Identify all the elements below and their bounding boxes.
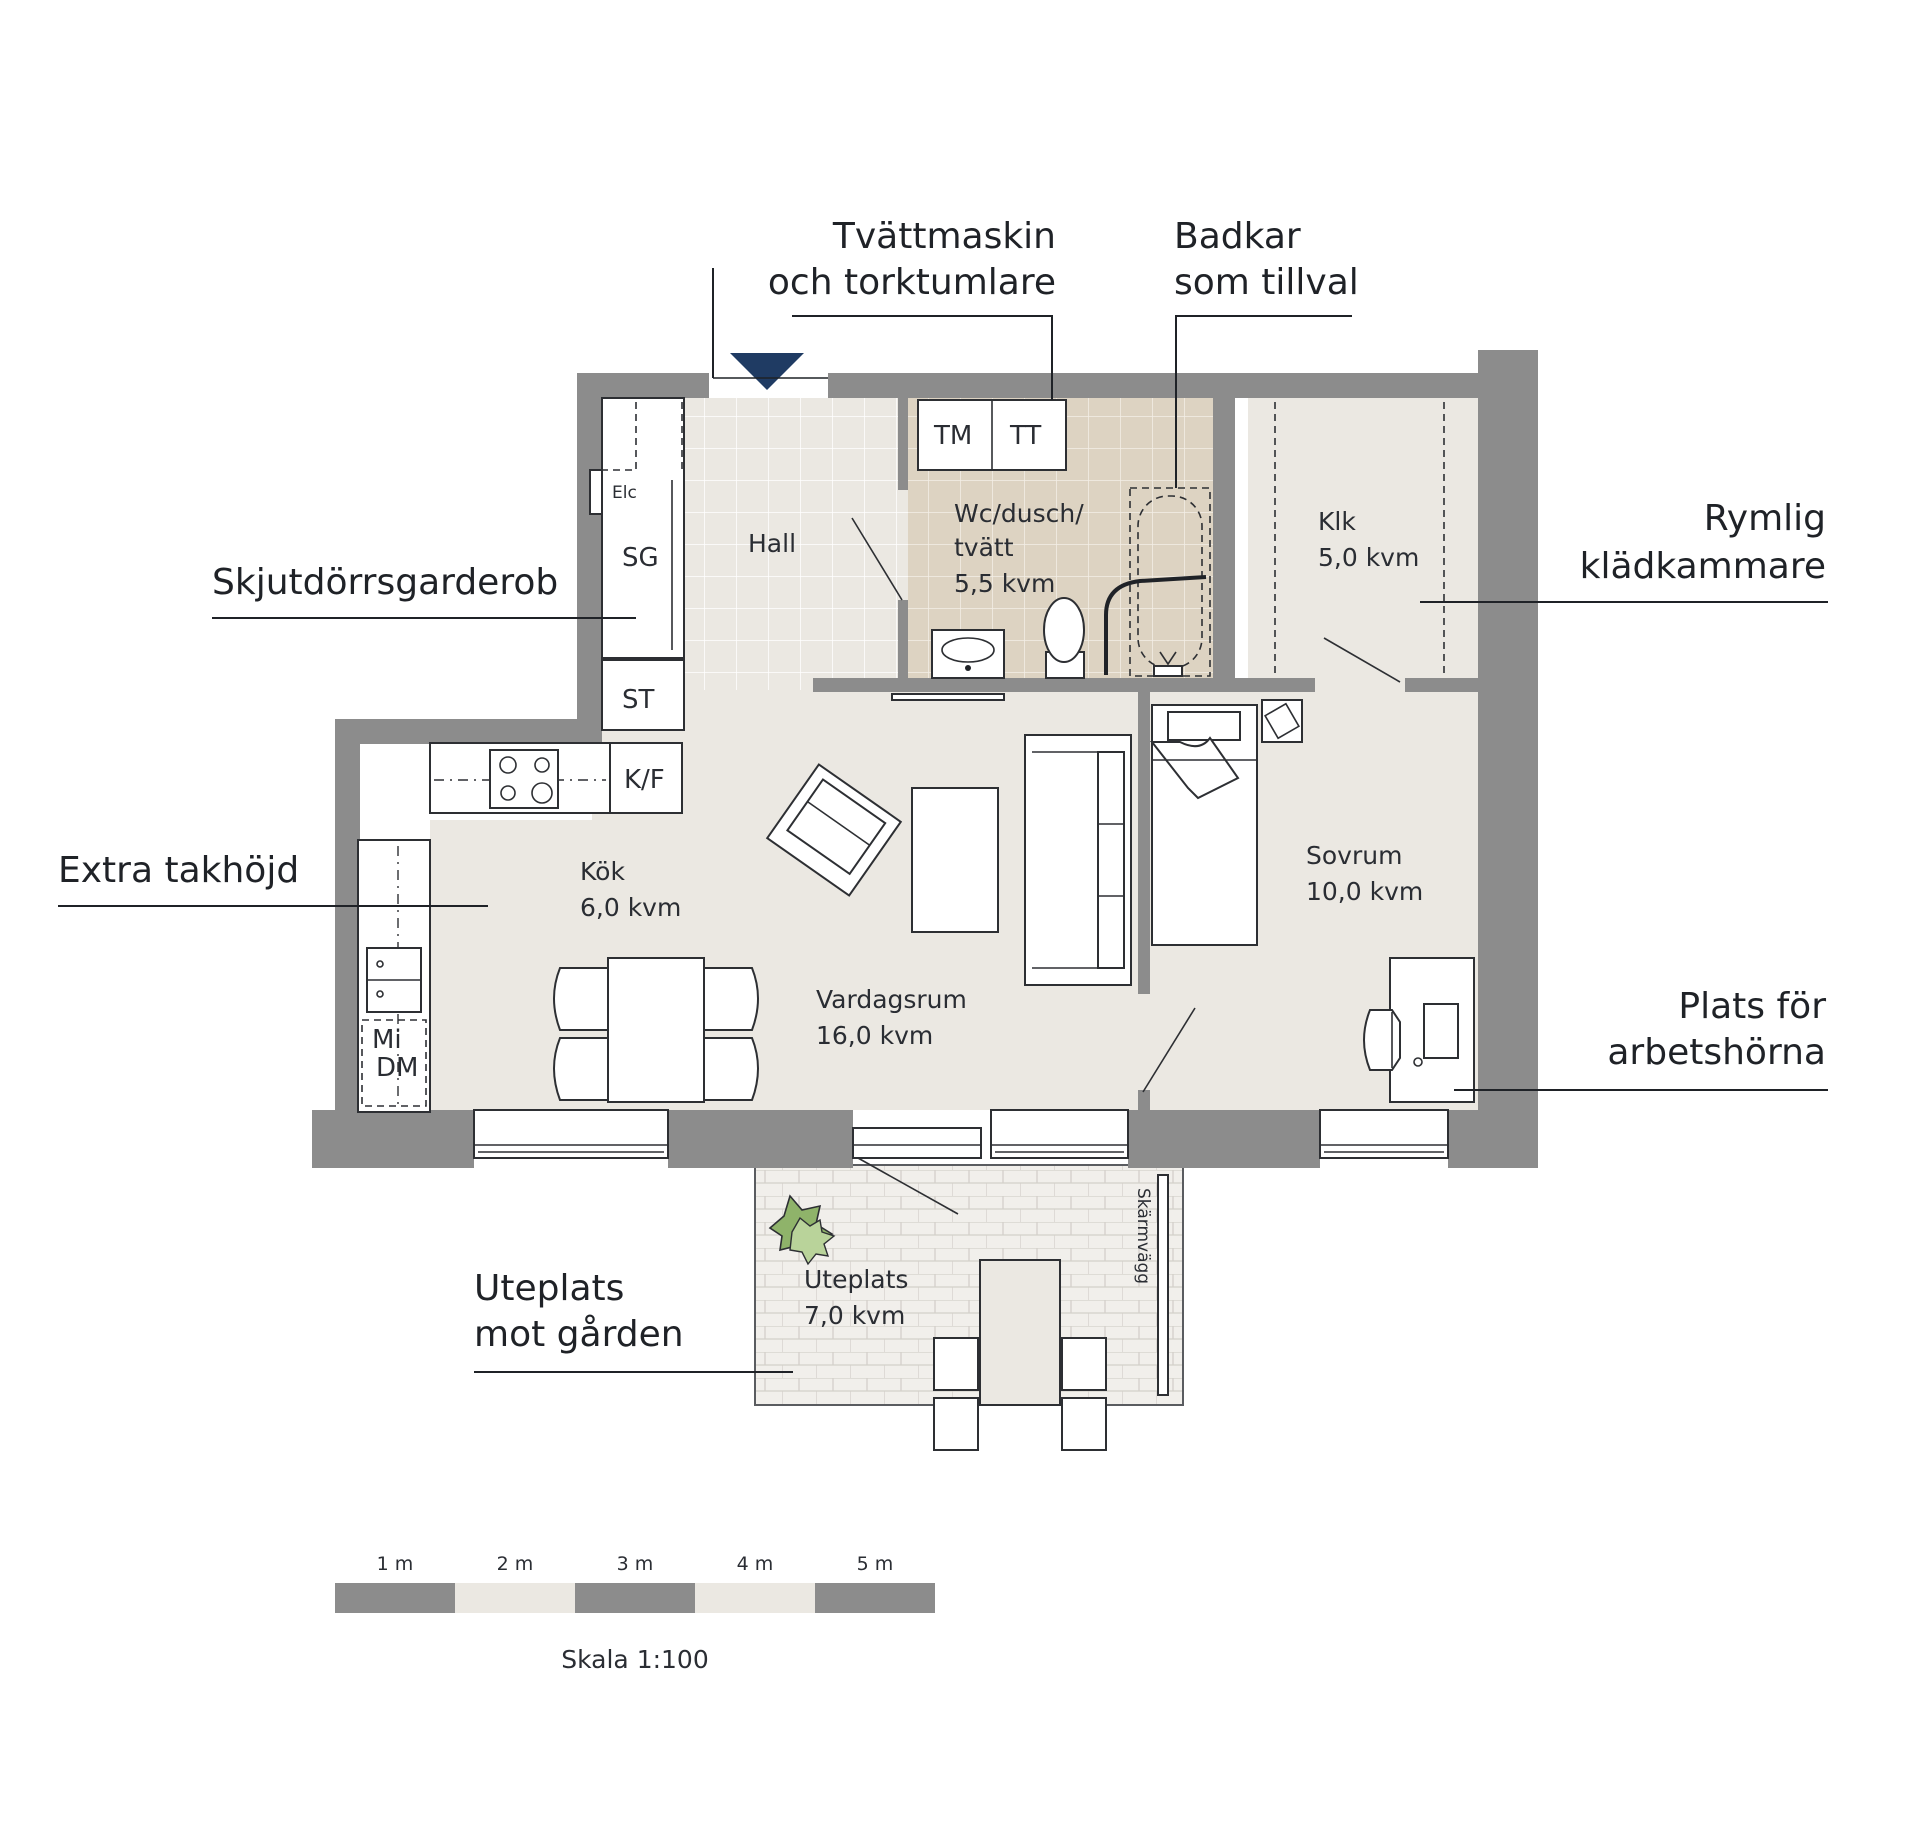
ceiling-callout: Extra takhöjd: [58, 850, 299, 891]
patio: [754, 1164, 1184, 1451]
kf-label: K/F: [624, 765, 665, 795]
sg-label: SG: [622, 543, 659, 573]
st-label: ST: [622, 685, 655, 715]
scale-segment-4: [695, 1583, 815, 1613]
kitchen-label: Kök: [580, 857, 625, 886]
living-area: 16,0 kvm: [816, 1021, 933, 1050]
closet-shelves: [1274, 402, 1445, 675]
walls: [312, 350, 1538, 1168]
dishwasher-label: DM: [376, 1053, 418, 1083]
workspace-callout-line2: arbetshörna: [1607, 1032, 1826, 1073]
scale-tick-5: 5 m: [857, 1553, 894, 1575]
desk: [1363, 957, 1475, 1103]
elc-label: Elc: [612, 483, 637, 503]
patio-label: Uteplats: [804, 1265, 908, 1294]
fixture-labels: TM TT Elc SG ST K/F Mi DM Skärmvägg: [372, 421, 1153, 1284]
doors: [851, 517, 1401, 1215]
hall-label: Hall: [748, 529, 796, 558]
bedroom-area: 10,0 kvm: [1306, 877, 1423, 906]
bedroom-label: Sovrum: [1306, 841, 1402, 870]
wardrobe-callout: Skjutdörrsgarderob: [212, 562, 558, 603]
windows: [473, 1109, 1449, 1159]
bath-label-line1: Wc/dusch/: [954, 499, 1084, 528]
scale-tick-3: 3 m: [617, 1553, 654, 1575]
klk-area: 5,0 kvm: [1318, 543, 1419, 572]
scale-tick-1: 1 m: [377, 1553, 414, 1575]
patio-area: 7,0 kvm: [804, 1301, 905, 1330]
bath-label-line2: tvätt: [954, 533, 1014, 562]
screen-wall: [1157, 1174, 1169, 1396]
scale-tick-4: 4 m: [737, 1553, 774, 1575]
screen-wall-label: Skärmvägg: [1133, 1188, 1153, 1284]
kitchen-area: 6,0 kvm: [580, 893, 681, 922]
plant-icon: [768, 1194, 836, 1266]
hall-floor: [683, 398, 908, 690]
bath-area: 5,5 kvm: [954, 569, 1055, 598]
entrance-marker-icon: [730, 353, 804, 390]
scale-segment-1: [335, 1583, 455, 1613]
dining-table: [553, 957, 759, 1103]
bathtub-callout-line2: som tillval: [1174, 262, 1359, 303]
scale-segment-3: [575, 1583, 695, 1613]
scale-tick-2: 2 m: [497, 1553, 534, 1575]
scale-bar: 1 m 2 m 3 m 4 m 5 m Skala 1:100: [335, 1553, 935, 1674]
room-labels: Hall Wc/dusch/ tvätt 5,5 kvm Klk 5,0 kvm…: [580, 499, 1423, 1330]
patio-table: [933, 1259, 1107, 1451]
dryer-label: TT: [1009, 421, 1041, 451]
living-label: Vardagsrum: [816, 985, 967, 1014]
armchair: [765, 763, 903, 897]
closet-callout-line1: Rymlig: [1704, 498, 1826, 539]
coffee-table: [911, 787, 999, 933]
washer-label: TM: [933, 421, 972, 451]
klk-label: Klk: [1318, 507, 1356, 536]
bed: [1149, 699, 1303, 946]
microwave-label: Mi: [372, 1025, 402, 1055]
sofa: [1024, 734, 1132, 986]
scale-segment-2: [455, 1583, 575, 1613]
patio-callout-line1: Uteplats: [474, 1268, 624, 1309]
washer-callout-line2: och torktumlare: [768, 262, 1056, 303]
leader-lines: [58, 315, 1828, 1373]
patio-callout-line2: mot gården: [474, 1314, 684, 1355]
wardrobe: [589, 397, 685, 814]
bathtub-callout-line1: Badkar: [1174, 216, 1301, 257]
scale-segment-5: [815, 1583, 935, 1613]
callouts: Tvättmaskin och torktumlare Badkar som t…: [58, 216, 1826, 1355]
kitchen-counter: [357, 742, 611, 1113]
workspace-callout-line1: Plats för: [1678, 986, 1826, 1027]
washer-callout-line1: Tvättmaskin: [832, 216, 1056, 257]
closet-callout-line2: klädkammare: [1580, 546, 1826, 587]
scale-caption: Skala 1:100: [561, 1645, 709, 1674]
bathroom-fixtures: [891, 399, 1211, 701]
